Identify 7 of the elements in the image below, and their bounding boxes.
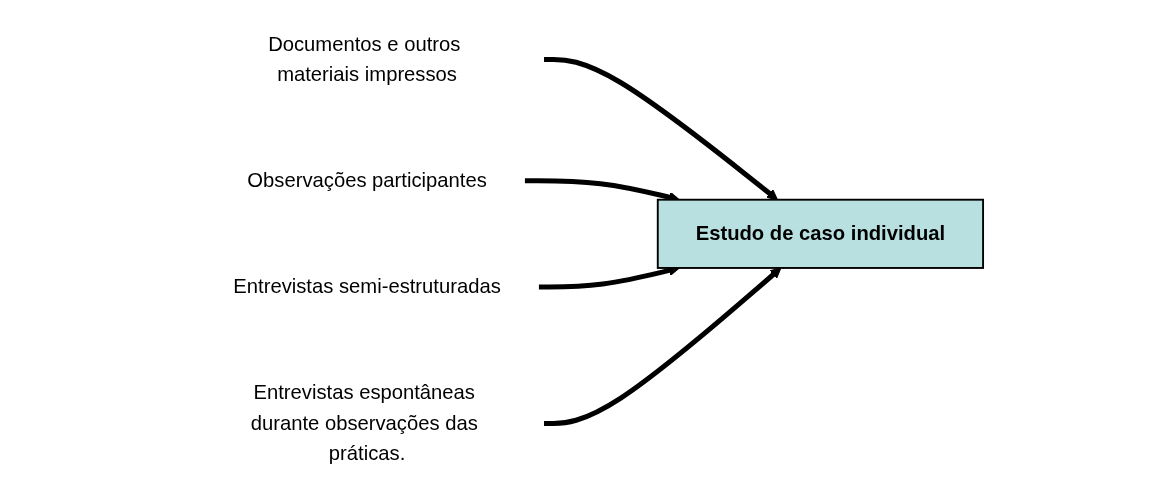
node-text: Documentos e outros materiais impressos [268,32,461,85]
node-text: Entrevistas semi-estruturadas [233,275,501,298]
arrow [543,267,782,426]
arrow [543,56,778,201]
node-box: Estudo de caso individual [656,198,984,269]
node-text: Observações participantes [247,169,487,191]
node-text: Entrevistas espontâneas durante observações das práticas. [250,381,478,464]
